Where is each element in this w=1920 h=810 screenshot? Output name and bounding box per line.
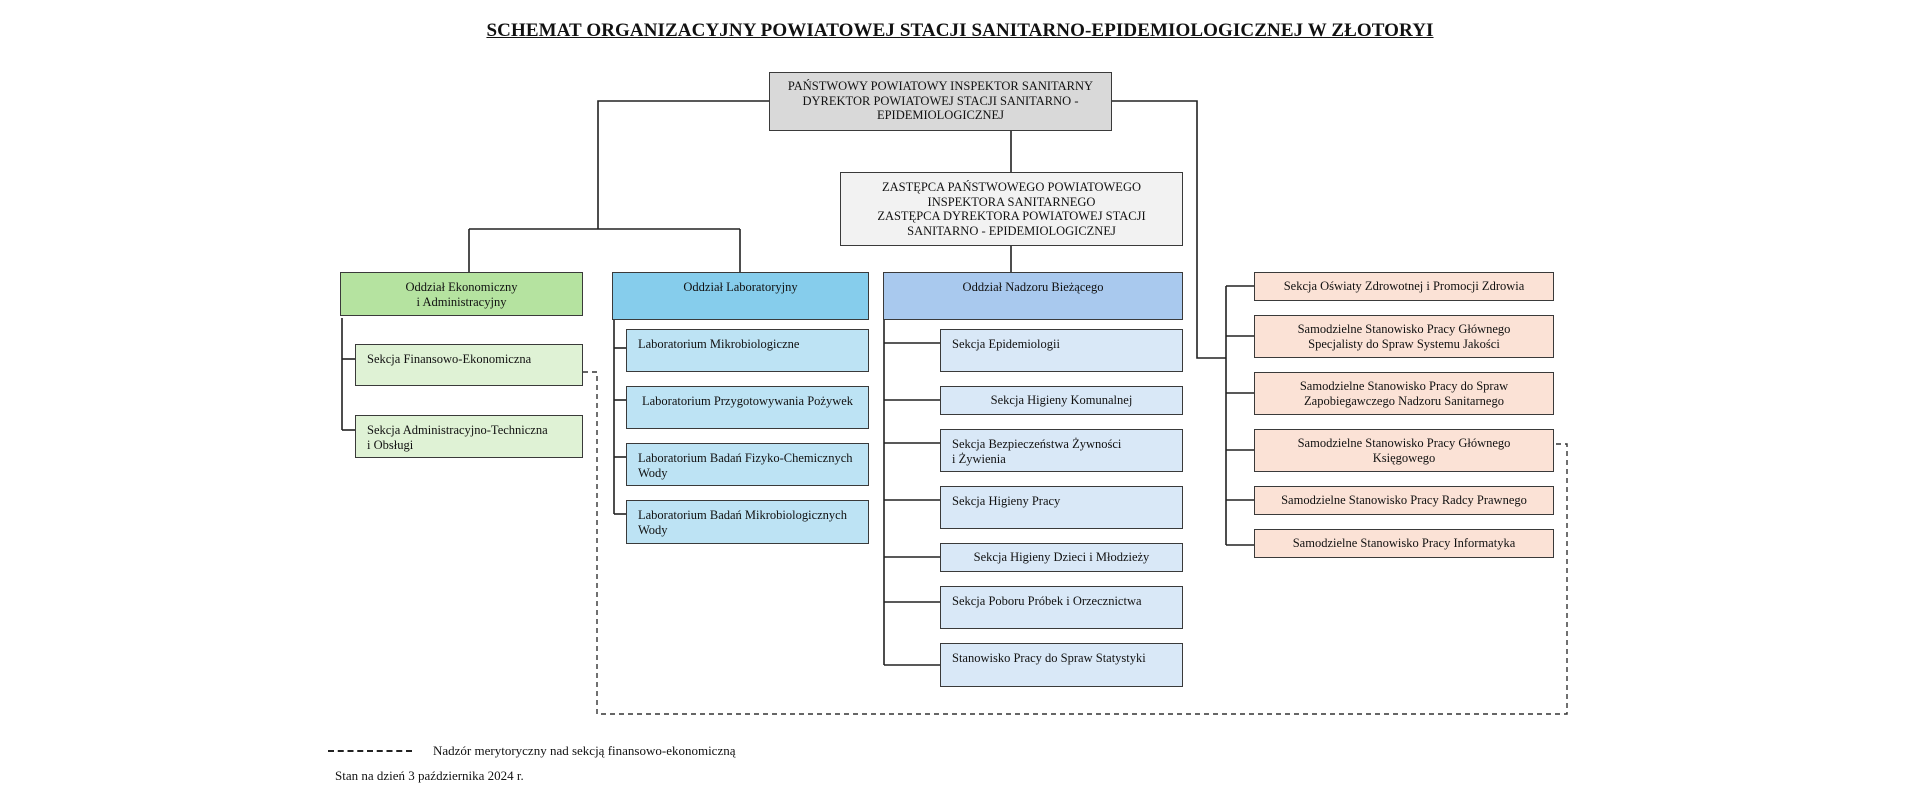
supervision-item-label: Sekcja Higieny Dzieci i Młodzieży (973, 550, 1150, 565)
supervision-item-child-hygiene: Sekcja Higieny Dzieci i Młodzieży (940, 543, 1183, 572)
lab-item-label: Laboratorium Badań Fizyko-Chemicznych Wo… (638, 451, 853, 480)
supervision-department-head: Oddział Nadzoru Bieżącego (883, 272, 1183, 320)
director-label: PAŃSTWOWY POWIATOWY INSPEKTOR SANITARNY … (787, 79, 1094, 122)
supervision-item-label: Sekcja Epidemiologii (952, 337, 1060, 351)
supervision-item-epidemiology: Sekcja Epidemiologii (940, 329, 1183, 372)
legend-dashed-line (328, 750, 412, 752)
independent-item-label: Samodzielne Stanowisko Pracy Informatyka (1292, 536, 1516, 551)
supervision-item-sampling: Sekcja Poboru Próbek i Orzecznictwa (940, 586, 1183, 629)
independent-item-label: Samodzielne Stanowisko Pracy Głównego Sp… (1297, 322, 1511, 351)
lab-item-label: Laboratorium Badań Mikrobiologicznych Wo… (638, 508, 847, 537)
independent-item-chief-accountant: Samodzielne Stanowisko Pracy Głównego Ks… (1254, 429, 1554, 472)
supervision-item-label: Sekcja Higieny Komunalnej (990, 393, 1133, 408)
independent-item-health-promotion: Sekcja Oświaty Zdrowotnej i Promocji Zdr… (1254, 272, 1554, 301)
lab-item-microbiological-water: Laboratorium Badań Mikrobiologicznych Wo… (626, 500, 869, 544)
independent-item-it-specialist: Samodzielne Stanowisko Pracy Informatyka (1254, 529, 1554, 558)
independent-item-legal-advisor: Samodzielne Stanowisko Pracy Radcy Prawn… (1254, 486, 1554, 515)
supervision-item-label: Sekcja Poboru Próbek i Orzecznictwa (952, 594, 1142, 608)
lab-item-label: Laboratorium Mikrobiologiczne (638, 337, 800, 351)
supervision-item-food-safety: Sekcja Bezpieczeństwa Żywności i Żywieni… (940, 429, 1183, 472)
admin-tech-section-label: Sekcja Administracyjno-Techniczna i Obsł… (367, 423, 548, 452)
laboratory-department-head: Oddział Laboratoryjny (612, 272, 869, 320)
finance-section-label: Sekcja Finansowo-Ekonomiczna (367, 352, 532, 366)
laboratory-department-label: Oddział Laboratoryjny (683, 280, 798, 294)
independent-item-label: Samodzielne Stanowisko Pracy do Spraw Za… (1299, 379, 1509, 408)
supervision-item-label: Stanowisko Pracy do Spraw Statystyki (952, 651, 1146, 665)
independent-item-label: Sekcja Oświaty Zdrowotnej i Promocji Zdr… (1283, 279, 1525, 294)
supervision-item-statistics: Stanowisko Pracy do Spraw Statystyki (940, 643, 1183, 687)
supervision-item-label: Sekcja Higieny Pracy (952, 494, 1061, 508)
lab-item-microbiology: Laboratorium Mikrobiologiczne (626, 329, 869, 372)
supervision-item-communal-hygiene: Sekcja Higieny Komunalnej (940, 386, 1183, 415)
director-box: PAŃSTWOWY POWIATOWY INSPEKTOR SANITARNY … (769, 72, 1112, 131)
independent-item-label: Samodzielne Stanowisko Pracy Głównego Ks… (1297, 436, 1511, 465)
independent-item-preventive-supervision: Samodzielne Stanowisko Pracy do Spraw Za… (1254, 372, 1554, 415)
chart-title: SCHEMAT ORGANIZACYJNY POWIATOWEJ STACJI … (486, 20, 1434, 41)
finance-section-box: Sekcja Finansowo-Ekonomiczna (355, 344, 583, 386)
economic-department-label: Oddział Ekonomiczny i Administracyjny (405, 280, 518, 309)
date-note: Stan na dzień 3 października 2024 r. (335, 768, 524, 783)
lab-item-physico-chemical-water: Laboratorium Badań Fizyko-Chemicznych Wo… (626, 443, 869, 486)
economic-department-head: Oddział Ekonomiczny i Administracyjny (340, 272, 583, 316)
supervision-item-label: Sekcja Bezpieczeństwa Żywności i Żywieni… (952, 437, 1122, 466)
independent-item-label: Samodzielne Stanowisko Pracy Radcy Prawn… (1281, 493, 1527, 508)
supervision-item-occupational-hygiene: Sekcja Higieny Pracy (940, 486, 1183, 529)
supervision-department-label: Oddział Nadzoru Bieżącego (962, 280, 1104, 294)
legend-label: Nadzór merytoryczny nad sekcją finansowo… (433, 743, 736, 758)
admin-tech-section-box: Sekcja Administracyjno-Techniczna i Obsł… (355, 415, 583, 458)
deputy-label: ZASTĘPCA PAŃSTWOWEGO POWIATOWEGO INSPEKT… (877, 180, 1146, 238)
lab-item-label: Laboratorium Przygotowywania Pożywek (641, 394, 854, 408)
lab-item-media-preparation: Laboratorium Przygotowywania Pożywek (626, 386, 869, 429)
deputy-box: ZASTĘPCA PAŃSTWOWEGO POWIATOWEGO INSPEKT… (840, 172, 1183, 246)
independent-item-quality-specialist: Samodzielne Stanowisko Pracy Głównego Sp… (1254, 315, 1554, 358)
